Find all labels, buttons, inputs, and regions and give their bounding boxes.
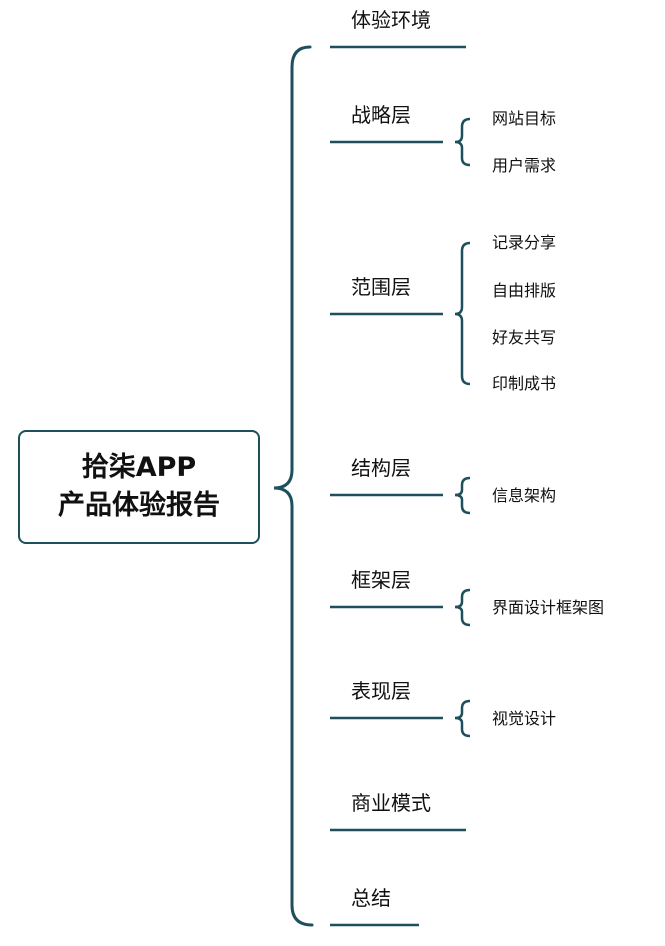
leaf-wangzhan-mubiao: 网站目标 bbox=[492, 109, 557, 128]
branch-zongjie: 总结 bbox=[351, 886, 391, 910]
branch-shangye: 商业模式 bbox=[351, 791, 431, 815]
branch-tiyan: 体验环境 bbox=[351, 8, 431, 32]
branch-biaoxian: 表现层 bbox=[351, 679, 411, 703]
leaf-xinxi-jiagou: 信息架构 bbox=[492, 486, 557, 505]
branch-jiegou: 结构层 bbox=[351, 456, 411, 480]
leaf-haoyou-gongxie: 好友共写 bbox=[492, 328, 557, 347]
brace-fanwei bbox=[454, 241, 471, 386]
branch-zhanlue: 战略层 bbox=[351, 103, 411, 127]
brace-biaoxian bbox=[454, 699, 471, 738]
root-title-line1: 拾柒APP bbox=[81, 452, 197, 483]
brace-zhanlue bbox=[454, 117, 471, 167]
leaf-jiemian-sheji: 界面设计框架图 bbox=[492, 598, 605, 617]
leaf-ziyou-paiban: 自由排版 bbox=[492, 281, 557, 300]
brace-jiegou bbox=[454, 476, 471, 515]
main-brace bbox=[273, 45, 314, 927]
branch-kuangjia: 框架层 bbox=[351, 568, 411, 592]
leaf-shijue-sheji: 视觉设计 bbox=[492, 709, 557, 728]
root-title-line2: 产品体验报告 bbox=[58, 490, 220, 521]
root-node: 拾柒APP 产品体验报告 bbox=[18, 430, 260, 544]
leaf-yinzhi-chengshu: 印制成书 bbox=[492, 374, 557, 393]
brace-kuangjia bbox=[454, 588, 471, 627]
branch-fanwei: 范围层 bbox=[351, 275, 411, 299]
leaf-jilu-fenxiang: 记录分享 bbox=[492, 233, 557, 252]
leaf-yonghu-xuqiu: 用户需求 bbox=[492, 156, 557, 175]
